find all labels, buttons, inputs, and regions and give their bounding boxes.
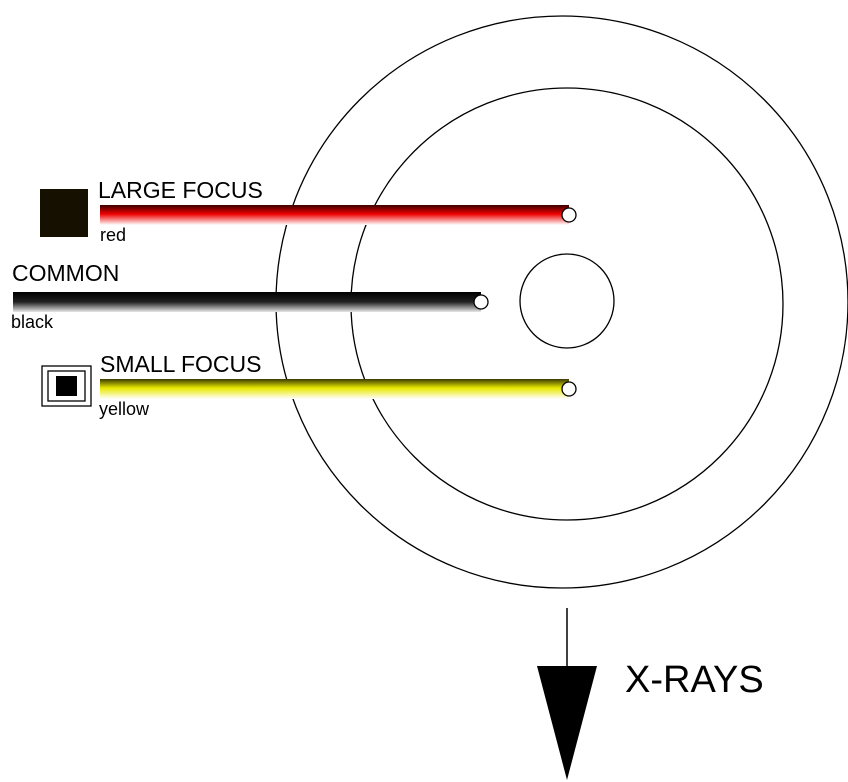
red-color-label: red [100,225,126,245]
yellow-color-label: yellow [99,399,150,419]
large-focus-label: LARGE FOCUS [98,177,263,203]
common-label: COMMON [12,260,119,286]
black-wire-terminal [473,294,489,310]
yellow-wire-terminal [561,381,577,397]
black-wire [13,292,481,312]
large-focus-symbol [40,189,88,237]
anode-target-circle [519,253,615,349]
red-wire [100,205,569,225]
red-wire-terminal [561,207,577,223]
yellow-wire [100,379,569,399]
small-focus-symbol-inner [56,376,77,396]
xrays-label: X-RAYS [625,659,764,701]
xray-arrow-head [537,666,597,780]
small-focus-label: SMALL FOCUS [100,351,261,377]
black-color-label: black [11,312,54,332]
